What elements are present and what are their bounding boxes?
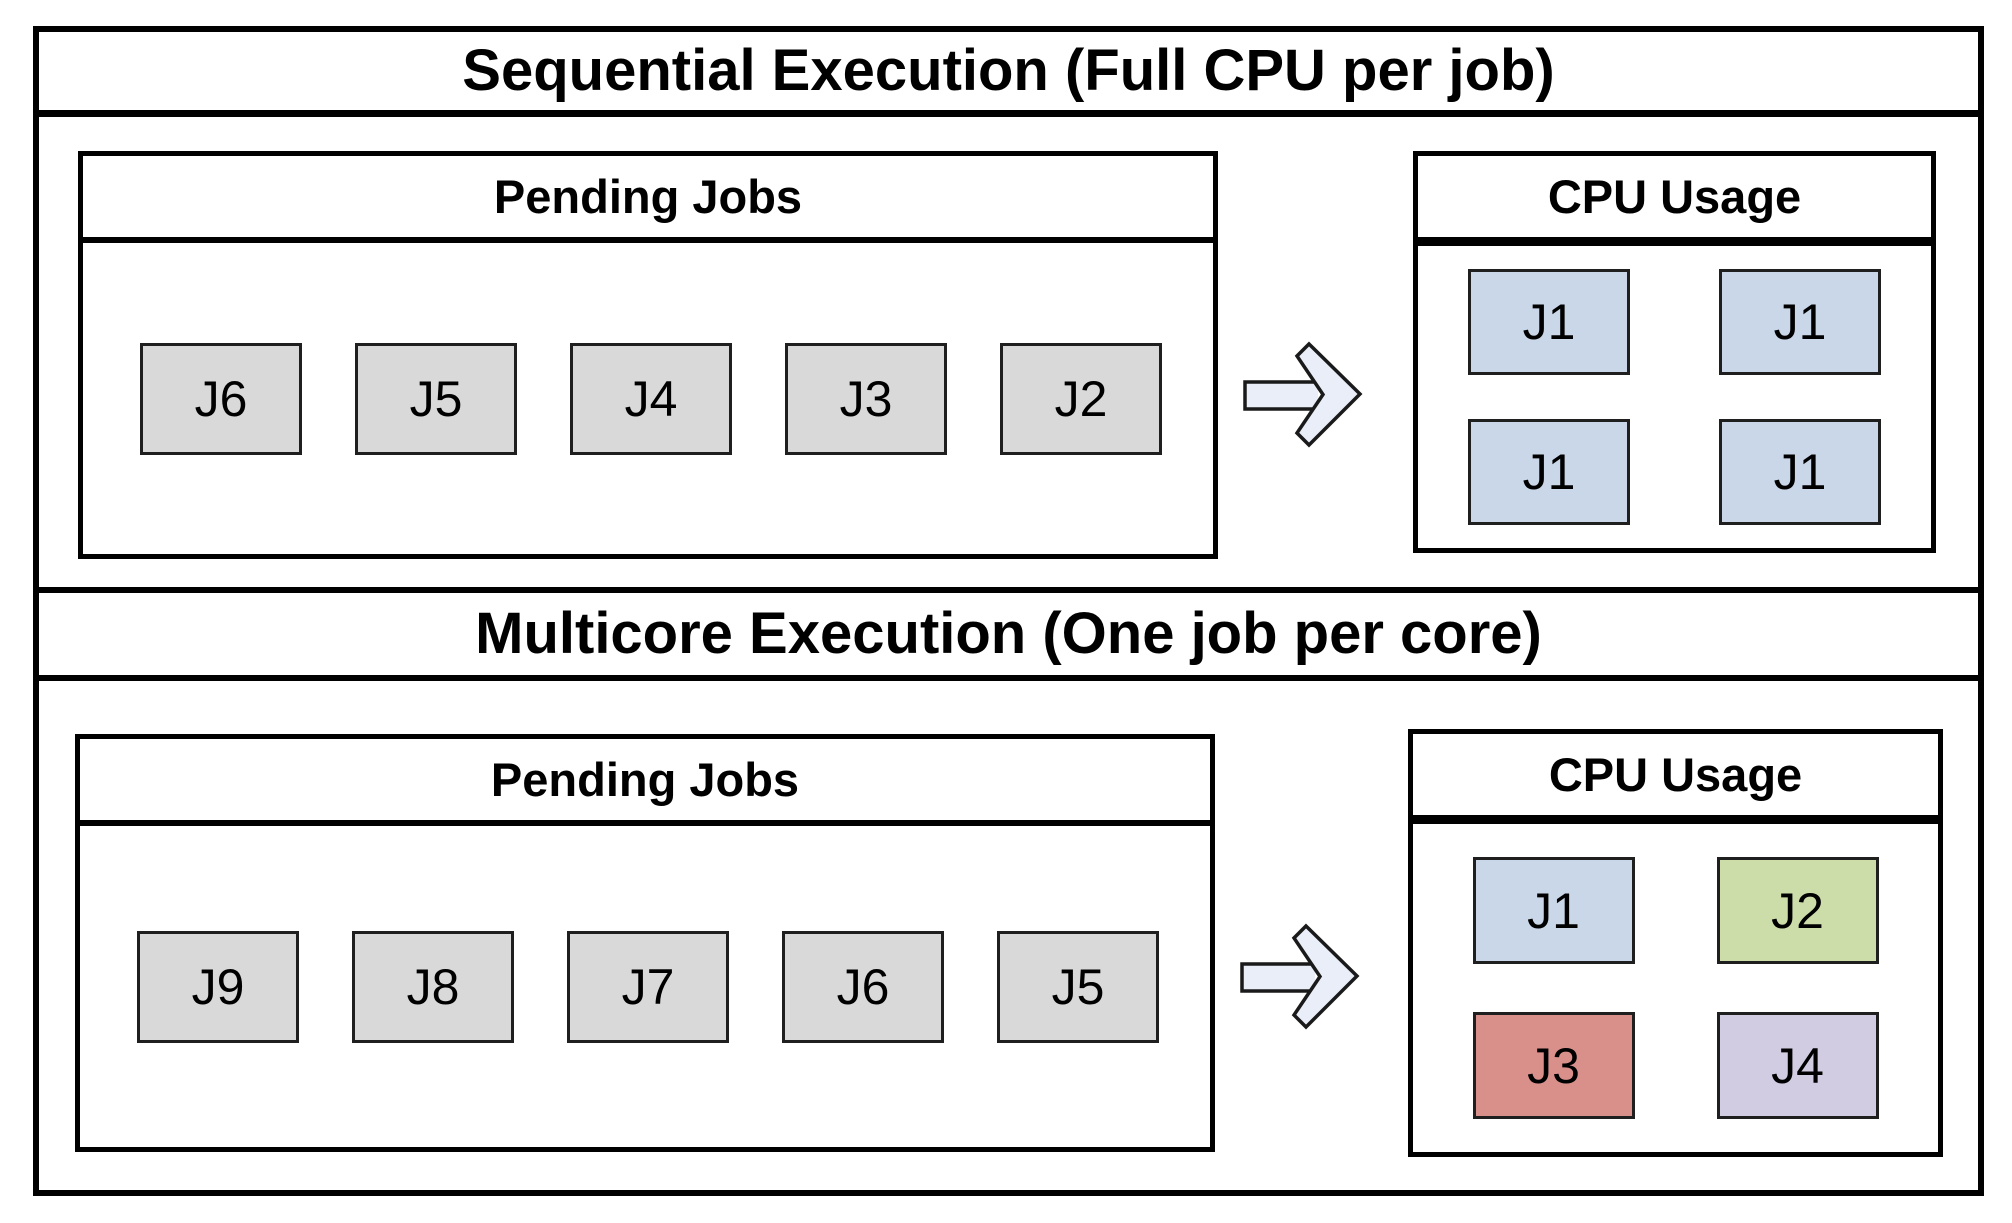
sequential-section-title: Sequential Execution (Full CPU per job)	[39, 32, 1978, 117]
job-box: J6	[782, 930, 944, 1043]
job-box: J3	[785, 342, 947, 455]
arrow-shaft	[1240, 962, 1315, 993]
core-box: J3	[1472, 1012, 1635, 1119]
cpu-core-grid: J1 J1 J1 J1	[1418, 246, 1931, 548]
job-box: J4	[570, 342, 732, 455]
job-box: J7	[567, 930, 729, 1043]
core-box: J1	[1468, 269, 1630, 375]
multicore-cpu-usage-box: CPU Usage J1 J2 J3 J4	[1408, 729, 1943, 1157]
core-box: J1	[1472, 857, 1635, 964]
pending-jobs-heading: Pending Jobs	[80, 739, 1210, 826]
job-box: J2	[1000, 342, 1162, 455]
job-box: J6	[140, 342, 302, 455]
sequential-cpu-usage-box: CPU Usage J1 J1 J1 J1	[1413, 151, 1936, 553]
job-box: J8	[352, 930, 514, 1043]
right-arrow-icon	[1240, 923, 1360, 1030]
multicore-section-body: Pending Jobs J9 J8 J7 J6 J5 CPU Usage J1…	[39, 681, 1978, 1190]
core-box: J1	[1719, 419, 1881, 525]
cpu-core-grid: J1 J2 J3 J4	[1413, 824, 1938, 1152]
cpu-usage-heading: CPU Usage	[1413, 734, 1938, 824]
arrow-shaft	[1243, 380, 1318, 411]
arrow-head	[1291, 923, 1360, 1030]
execution-comparison-diagram: Sequential Execution (Full CPU per job) …	[33, 26, 1984, 1196]
job-box: J5	[997, 930, 1159, 1043]
sequential-section-body: Pending Jobs J6 J5 J4 J3 J2 CPU Usage J1…	[39, 117, 1978, 587]
right-arrow-icon	[1243, 341, 1363, 448]
pending-jobs-heading: Pending Jobs	[83, 156, 1213, 243]
core-box: J1	[1719, 269, 1881, 375]
arrow-head	[1294, 341, 1363, 448]
multicore-section-title: Multicore Execution (One job per core)	[39, 587, 1978, 681]
job-box: J5	[355, 342, 517, 455]
job-box: J9	[137, 930, 299, 1043]
core-box: J4	[1716, 1012, 1879, 1119]
pending-jobs-row: J9 J8 J7 J6 J5	[80, 826, 1210, 1147]
cpu-usage-heading: CPU Usage	[1418, 156, 1931, 246]
sequential-pending-jobs-box: Pending Jobs J6 J5 J4 J3 J2	[78, 151, 1218, 559]
multicore-pending-jobs-box: Pending Jobs J9 J8 J7 J6 J5	[75, 734, 1215, 1152]
core-box: J1	[1468, 419, 1630, 525]
pending-jobs-row: J6 J5 J4 J3 J2	[83, 243, 1213, 554]
core-box: J2	[1716, 857, 1879, 964]
